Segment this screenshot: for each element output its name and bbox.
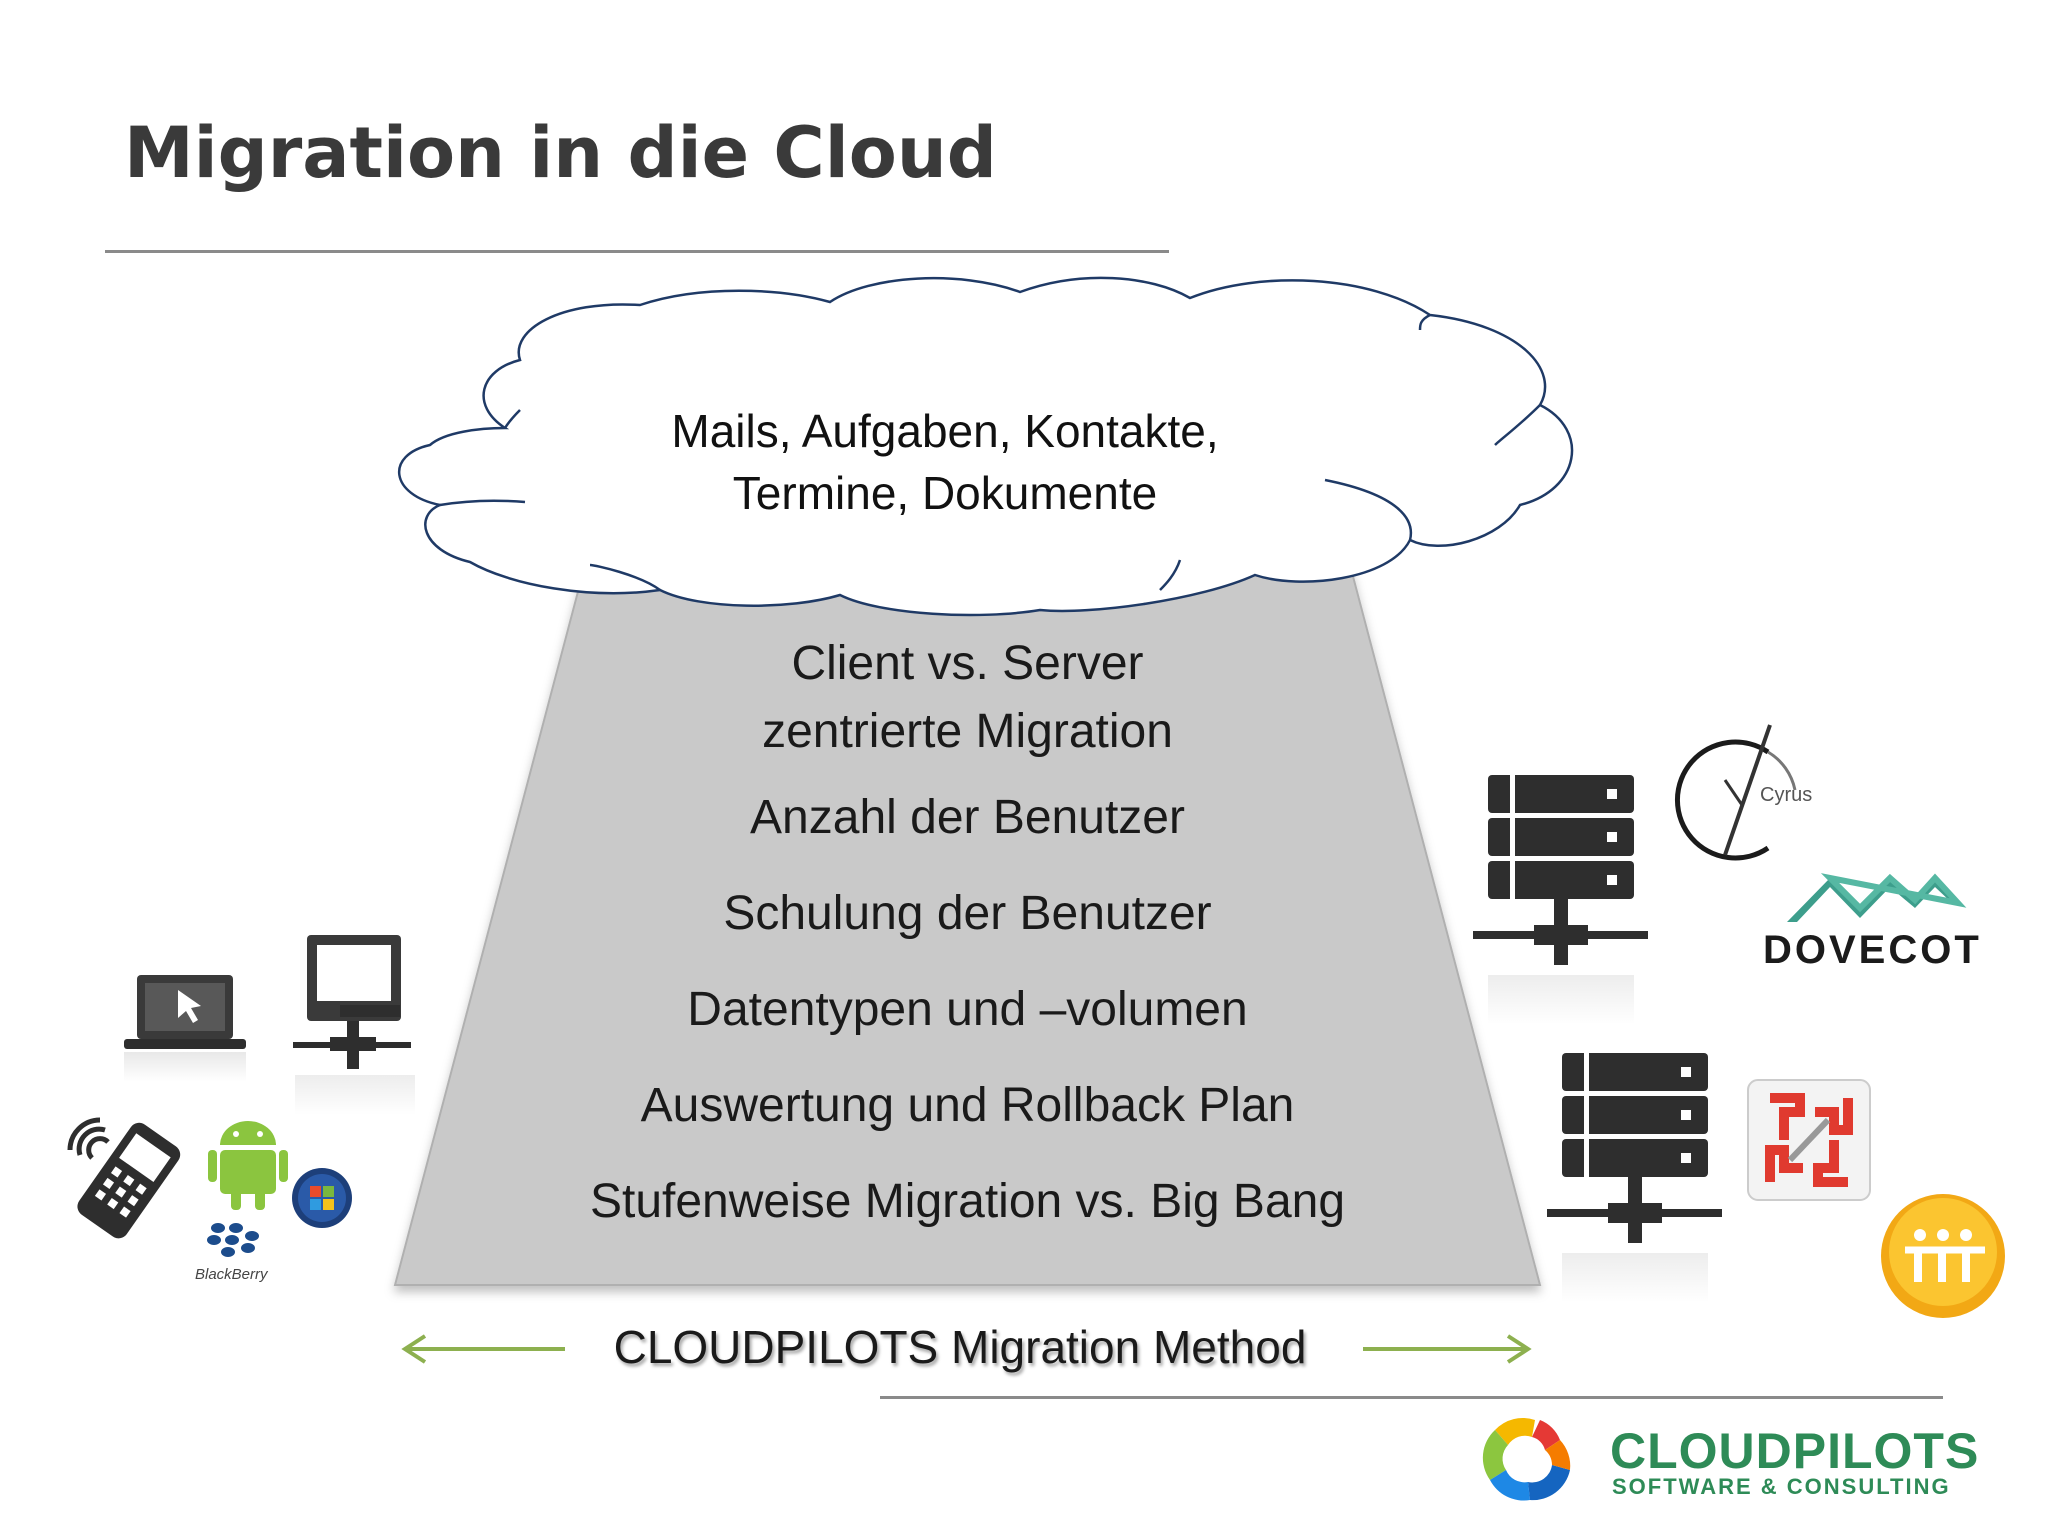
server-rack-icon — [1473, 775, 1648, 1025]
blackberry-icon — [207, 1223, 259, 1257]
cloud-line-2: Termine, Dokumente — [732, 467, 1158, 519]
laptop-icon — [124, 975, 246, 1082]
pyramid-item-line: Client vs. Server — [791, 637, 1144, 690]
pyramid-item: Auswertung und Rollback Plan — [640, 1079, 1295, 1132]
logo-tagline: SOFTWARE & CONSULTING — [1612, 1474, 1951, 1499]
exchange-logo — [1747, 1079, 1871, 1201]
desktop-network-icon — [293, 935, 415, 1115]
zimbra-logo — [1881, 1194, 2005, 1318]
blackberry-label: BlackBerry — [195, 1266, 268, 1283]
android-icon — [208, 1121, 288, 1210]
dovecot-logo — [1787, 873, 1967, 922]
left-arrow — [401, 1334, 565, 1364]
cloud-content: Mails, Aufgaben, Kontakte, Termine, Doku… — [560, 400, 1330, 524]
right-arrow — [1363, 1334, 1532, 1364]
cyrus-label: Cyrus — [1760, 784, 1813, 806]
cloud-line-1: Mails, Aufgaben, Kontakte, — [671, 405, 1219, 457]
slide-title: Migration in die Cloud — [124, 112, 997, 194]
windows-icon — [292, 1168, 352, 1228]
dovecot-label: DOVECOT — [1763, 928, 1982, 972]
title-divider — [105, 250, 1169, 253]
cloud-shape — [398, 276, 1574, 617]
server-rack-icon — [1547, 1053, 1722, 1303]
footer-divider — [880, 1396, 1943, 1399]
pyramid-item: Datentypen und –volumen — [687, 983, 1248, 1036]
logo-name: CLOUDPILOTS — [1610, 1423, 1980, 1479]
pyramid-item: Anzahl der Benutzer — [750, 791, 1185, 844]
pyramid-item: Schulung der Benutzer — [723, 887, 1212, 940]
pyramid-item: Stufenweise Migration vs. Big Bang — [589, 1175, 1346, 1228]
cloudpilots-logo — [1482, 1417, 1571, 1501]
pyramid-topics: Client vs. Server zentrierte Migration A… — [520, 630, 1415, 1264]
cyrus-logo — [1674, 724, 1797, 861]
pyramid-item-line: zentrierte Migration — [762, 705, 1173, 758]
pyramid-item: Client vs. Server zentrierte Migration — [520, 630, 1415, 766]
method-label: CLOUDPILOTS Migration Method — [613, 1321, 1307, 1373]
mobile-phone-icon — [67, 1117, 181, 1239]
